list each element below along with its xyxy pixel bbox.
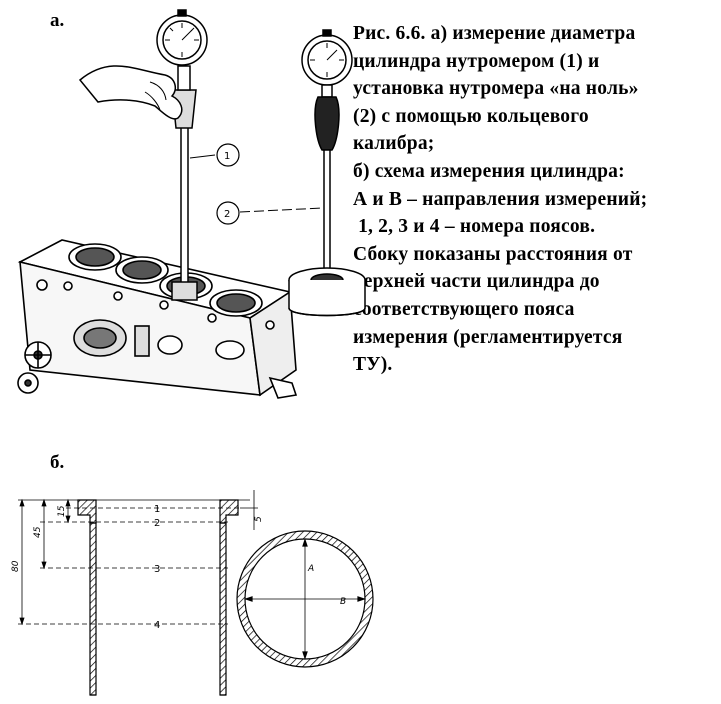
caption-line: ТУ). [353, 354, 393, 376]
caption-line: измерения (регламентируется [353, 326, 623, 348]
caption-line: Сбоку показаны расстояния от [353, 243, 633, 265]
hand-finger-lines [144, 81, 167, 111]
part-a-label: а. [50, 10, 65, 31]
caption-line: Рис. 6.6. а) измерение диаметра [353, 23, 636, 44]
hand-drawing [78, 65, 183, 120]
callout-2-leader [239, 207, 324, 213]
direction-b-label: В [340, 597, 346, 607]
dim-5-label: 5 [254, 516, 264, 522]
cylinder-top-view-drawing [236, 530, 374, 668]
caption-line: верхней части цилиндра до [353, 271, 600, 293]
caption-line: А и В – направления измерений; [353, 188, 648, 210]
callout-2-label: 2 [224, 209, 230, 220]
direction-a-label: А [307, 564, 314, 574]
caption-line: калибра; [353, 133, 435, 155]
caption-line: установка нутромера «на ноль» [353, 78, 639, 100]
dim-15-label: 15 [57, 505, 67, 517]
caption-line: цилиндра нутромером (1) и [353, 50, 600, 72]
caption-line: б) схема измерения цилиндра: [353, 160, 625, 182]
figure-caption: Рис. 6.6. а) измерение диаметра цилиндра… [353, 20, 719, 379]
dimension-lines [18, 490, 258, 626]
belt-1-label: 1 [154, 504, 160, 515]
caption-line: 1, 2, 3 и 4 – номера поясов. [353, 216, 596, 238]
belt-3-label: 3 [154, 564, 160, 575]
dim-80-label: 80 [11, 560, 21, 572]
bore-gauge-1-drawing [156, 9, 208, 301]
dim-45-label: 45 [33, 526, 43, 538]
callout-2-circle [216, 201, 240, 225]
callout-1-label: 1 [224, 151, 230, 162]
cylinder-section-drawing [77, 499, 239, 696]
caption-line: соответствующего пояса [353, 298, 575, 320]
part-b-label: б. [50, 452, 65, 473]
callout-1-circle [216, 143, 240, 167]
bore-gauge-2-drawing [288, 29, 366, 317]
caption-line: (2) с помощью кольцевого [353, 105, 589, 127]
belt-4-label: 4 [154, 620, 160, 631]
engine-block-drawing [17, 239, 298, 399]
belt-2-label: 2 [154, 518, 160, 529]
callout-1-leader [189, 154, 216, 159]
